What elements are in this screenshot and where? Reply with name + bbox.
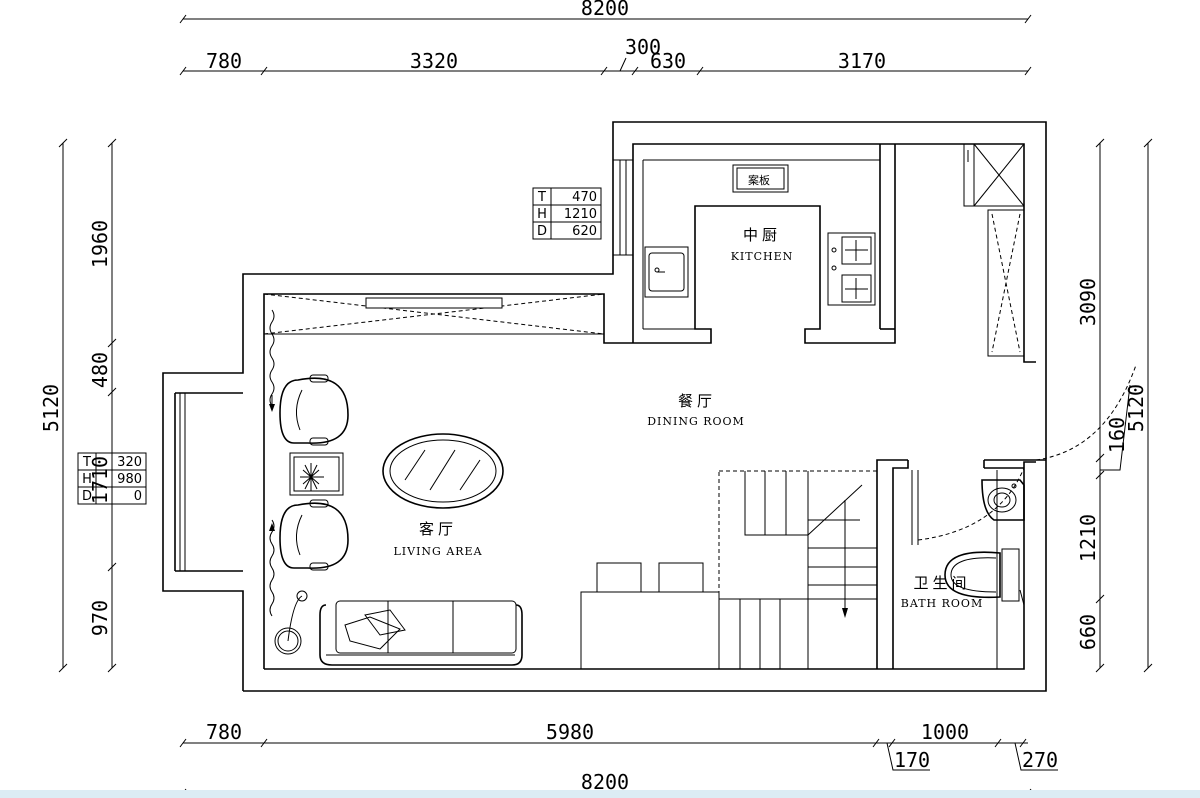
kitchen-label-en: KITCHEN xyxy=(731,250,794,263)
dim-right-seg-4: 660 xyxy=(1076,614,1100,650)
table-upper-val-h: 1210 xyxy=(564,207,597,222)
table-upper-key-d: D xyxy=(537,224,547,239)
dim-right-seg-2: 160 xyxy=(1105,417,1129,453)
kitchen-fixtures: 案板 xyxy=(644,143,1025,357)
dim-right-seg-1: 3090 xyxy=(1076,278,1100,326)
table-left-key-h: H xyxy=(82,472,92,487)
dining-stairs xyxy=(580,470,878,670)
dining-label-en: DINING ROOM xyxy=(647,415,745,428)
table-left-val-h: 980 xyxy=(117,472,142,487)
dim-bottom-seg-2: 5980 xyxy=(546,720,594,744)
dining-label-cn: 餐厅 xyxy=(678,392,716,410)
bath-fixtures xyxy=(911,364,1137,606)
table-upper-key-t: T xyxy=(537,190,546,205)
table-upper-val-d: 620 xyxy=(572,224,597,239)
dim-bottom-seg-3: 1000 xyxy=(921,720,969,744)
dim-left-seg-3: 1710 xyxy=(88,456,112,504)
dim-left-seg-1: 1960 xyxy=(88,220,112,268)
dim-right-seg-3: 1210 xyxy=(1076,514,1100,562)
dim-top-seg-1: 780 xyxy=(206,49,242,73)
living-label-cn: 客厅 xyxy=(419,520,457,538)
bath-label-cn: 卫生间 xyxy=(913,574,970,592)
dim-top-seg-3: 300 xyxy=(625,35,661,59)
dim-left-total: 5120 xyxy=(39,384,63,432)
dimension-lines: 8200 780 3320 300 630 3170 780 5980 1000… xyxy=(39,0,1153,798)
living-label-en: LIVING AREA xyxy=(393,545,482,558)
kitchen-label-cn: 中厨 xyxy=(743,226,781,244)
bottom-strip xyxy=(0,790,1200,798)
table-upper-val-t: 470 xyxy=(572,190,597,205)
window-table-upper: T 470 H 1210 D 620 xyxy=(532,187,602,240)
room-labels: 中厨 KITCHEN 餐厅 DINING ROOM 客厅 LIVING AREA… xyxy=(393,226,983,610)
cutting-board-label: 案板 xyxy=(748,173,770,187)
dim-top-seg-2: 3320 xyxy=(410,49,458,73)
table-left-val-d: 0 xyxy=(134,489,142,504)
dim-top-seg-4: 630 xyxy=(650,49,686,73)
table-left-key-d: D xyxy=(82,489,92,504)
table-upper-key-h: H xyxy=(537,207,547,222)
table-left-key-t: T xyxy=(82,455,91,470)
living-fixtures xyxy=(263,293,605,666)
table-left-val-t: 320 xyxy=(117,455,142,470)
dim-bottom-seg-1: 780 xyxy=(206,720,242,744)
dim-top-seg-5: 3170 xyxy=(838,49,886,73)
dim-left-seg-2: 480 xyxy=(88,352,112,388)
dim-left-seg-4: 970 xyxy=(88,600,112,636)
dim-top-total: 8200 xyxy=(581,0,629,20)
dim-bottom-seg-4: 170 xyxy=(894,748,930,772)
window-table-left: T 320 H 980 D 0 xyxy=(77,452,147,505)
dim-bottom-seg-5: 270 xyxy=(1022,748,1058,772)
dim-right-total: 5120 xyxy=(1124,384,1148,432)
bath-label-en: BATH ROOM xyxy=(901,597,983,610)
